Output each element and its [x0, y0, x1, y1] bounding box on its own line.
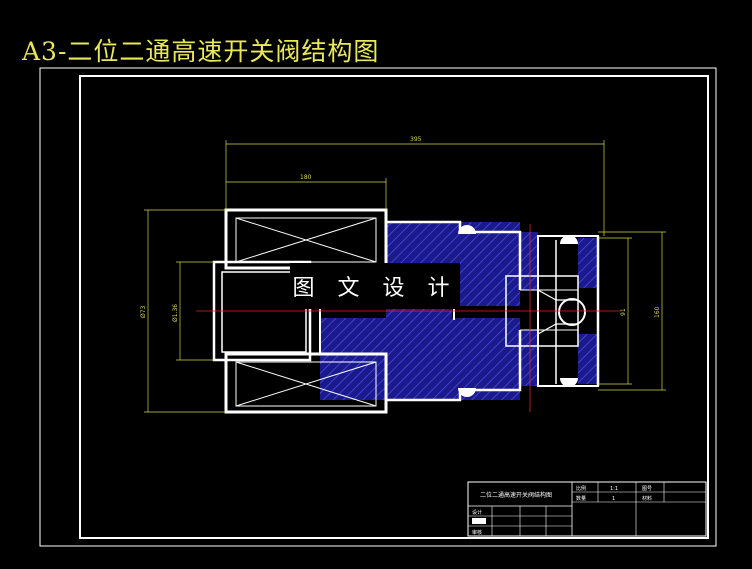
- title-block-scale-label: 比例: [576, 485, 586, 492]
- o-ring-seals: [458, 225, 578, 397]
- watermark-label: 图 文 设 计: [290, 263, 460, 309]
- title-block: [467, 481, 707, 537]
- outer-sheet-border: [39, 67, 717, 547]
- title-block-scale-value: 1:1: [610, 486, 618, 492]
- title-block-material-label: 材料: [642, 495, 652, 502]
- page-title: A3-二位二通高速开关阀结构图: [22, 37, 380, 66]
- dim-right-inner: 91: [620, 308, 627, 316]
- title-block-drawing-name: 二位二通高速开关阀结构图: [480, 491, 552, 499]
- title-block-quantity-label: 数量: [576, 495, 586, 502]
- dim-overall-length: 395: [410, 136, 422, 143]
- title-block-quantity-value: 1: [612, 496, 615, 502]
- coil-top: [224, 208, 388, 270]
- dim-left-height: Ø73: [140, 305, 147, 318]
- centerlines: [196, 224, 620, 412]
- dimension-lines: [144, 140, 666, 413]
- dim-inner-diameter: Ø1.36: [172, 304, 179, 322]
- title-block-reviewer-label: 审核: [472, 529, 482, 536]
- title-block-drawing-no-label: 图号: [642, 486, 652, 492]
- inner-sheet-border: [79, 75, 709, 539]
- coil-bottom: [224, 352, 388, 414]
- dim-coil-length: 180: [300, 174, 312, 181]
- title-block-designer-label: 设计: [472, 509, 482, 516]
- dim-right-outer: 160: [654, 306, 661, 318]
